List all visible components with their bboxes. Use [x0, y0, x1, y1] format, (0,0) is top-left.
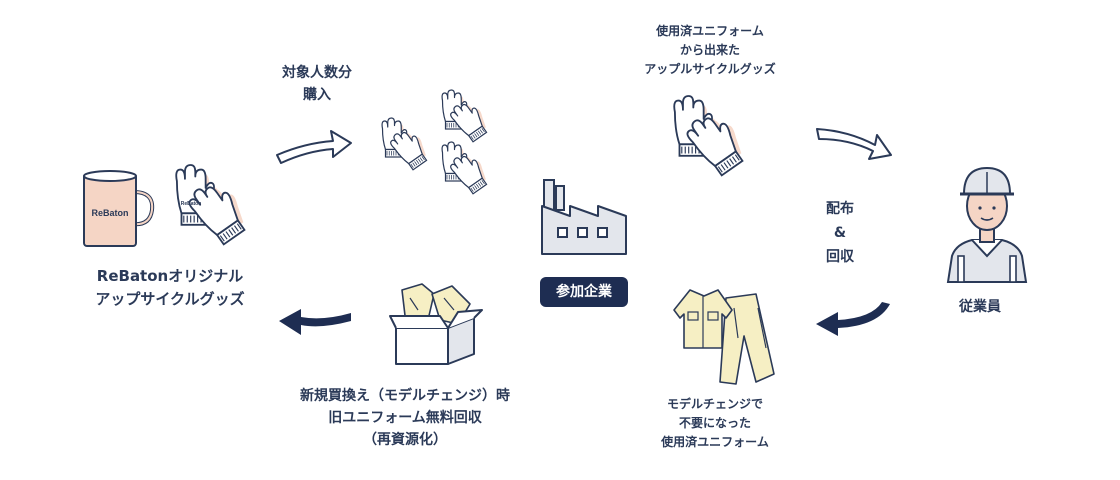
glove-logo-text: ReBaton [181, 201, 202, 207]
label-model-change-collection: 新規買換え（モデルチェンジ）時 旧ユニフォーム無料回収 （再資源化） [270, 385, 540, 451]
arrow-right-down-outline-icon [815, 125, 895, 165]
arrow-left-filled-icon [275, 305, 355, 341]
upcycled-gloves-icon [668, 96, 763, 181]
arrow-right-outline-icon [275, 125, 355, 165]
label-employee: 従業員 [940, 296, 1020, 318]
label-rebaton-goods: ReBatonオリジナル アップサイクルグッズ [70, 265, 270, 311]
rebaton-mug-icon: ReBaton [78, 168, 158, 248]
arrow-left-filled-icon [812, 300, 892, 340]
factory-icon [540, 172, 630, 257]
rebaton-gloves-icon: ReBaton [170, 165, 265, 250]
label-distribute-collect: 配布 & 回収 [810, 197, 870, 269]
mug-logo-text: ReBaton [91, 208, 128, 218]
used-uniform-icon [668, 278, 778, 390]
label-unneeded-uniform: モデルチェンジで 不要になった 使用済ユニフォーム [640, 395, 790, 452]
label-upcycled-goods: 使用済ユニフォーム から出来た アップルサイクルグッズ [620, 22, 800, 79]
collection-box-icon [388, 280, 488, 370]
label-buy-quantity: 対象人数分 購入 [262, 62, 372, 106]
employee-icon [942, 160, 1032, 285]
purchased-gloves-icon [378, 90, 498, 200]
company-badge: 参加企業 [540, 277, 628, 307]
